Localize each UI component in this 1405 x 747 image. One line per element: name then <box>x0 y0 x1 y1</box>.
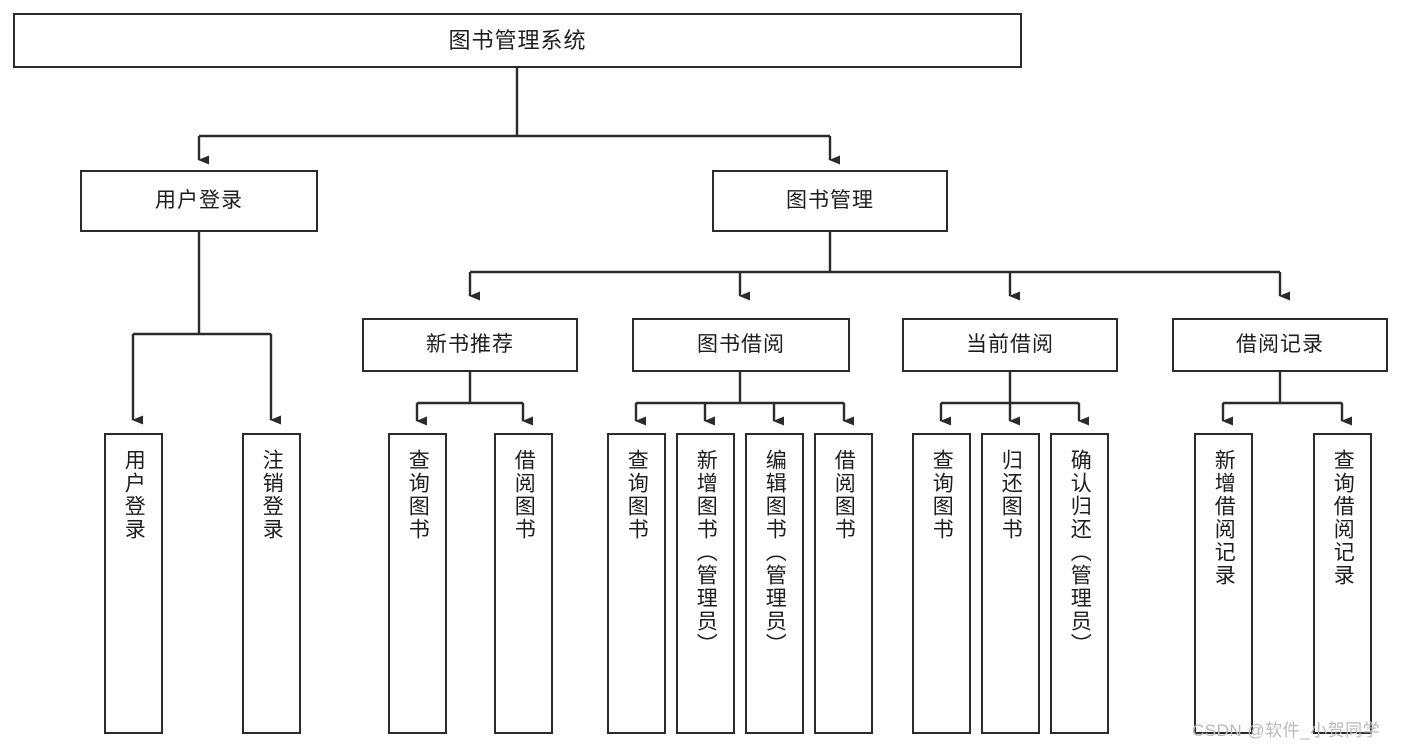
node-label: 编辑图书（管理员） <box>763 449 787 656</box>
leaf-query-book-borrow[interactable]: 查询图书 <box>607 433 666 734</box>
node-label: 当前借阅 <box>966 332 1054 356</box>
leaf-add-book-admin[interactable]: 新增图书（管理员） <box>676 433 735 734</box>
node-label: 查询图书 <box>406 449 430 541</box>
node-label: 注销登录 <box>260 449 284 541</box>
node-label: 新增借阅记录 <box>1212 449 1236 587</box>
leaf-logout[interactable]: 注销登录 <box>242 433 301 734</box>
node-label: 借阅图书 <box>832 449 856 541</box>
node-current-borrow[interactable]: 当前借阅 <box>902 318 1118 372</box>
node-label: 确认归还（管理员） <box>1068 449 1092 656</box>
leaf-borrow-book-recommend[interactable]: 借阅图书 <box>494 433 553 734</box>
node-label: 新书推荐 <box>426 332 514 356</box>
node-label: 查询借阅记录 <box>1331 449 1355 587</box>
leaf-return-book[interactable]: 归还图书 <box>981 433 1040 734</box>
leaf-confirm-return-admin[interactable]: 确认归还（管理员） <box>1050 433 1109 734</box>
node-label: 图书管理系统 <box>448 27 587 53</box>
leaf-query-book-current[interactable]: 查询图书 <box>912 433 971 734</box>
node-user-login[interactable]: 用户登录 <box>80 170 318 232</box>
node-root-system[interactable]: 图书管理系统 <box>13 13 1022 68</box>
node-book-borrow[interactable]: 图书借阅 <box>632 318 850 372</box>
node-borrow-record[interactable]: 借阅记录 <box>1172 318 1388 372</box>
leaf-user-login[interactable]: 用户登录 <box>104 433 163 734</box>
node-label: 新增图书（管理员） <box>694 449 718 656</box>
node-new-book-recommend[interactable]: 新书推荐 <box>362 318 578 372</box>
node-label: 图书管理 <box>786 188 874 212</box>
node-label: 查询图书 <box>625 449 649 541</box>
leaf-edit-book-admin[interactable]: 编辑图书（管理员） <box>745 433 804 734</box>
node-label: 查询图书 <box>930 449 954 541</box>
node-label: 图书借阅 <box>697 332 785 356</box>
node-label: 借阅图书 <box>512 449 536 541</box>
leaf-query-book-recommend[interactable]: 查询图书 <box>388 433 447 734</box>
node-label: 用户登录 <box>122 449 146 541</box>
leaf-borrow-book[interactable]: 借阅图书 <box>814 433 873 734</box>
csdn-watermark: CSDN @软件_小贺同学 <box>1192 721 1381 740</box>
node-label: 用户登录 <box>155 188 243 212</box>
node-label: 借阅记录 <box>1236 332 1324 356</box>
leaf-query-borrow-record[interactable]: 查询借阅记录 <box>1313 433 1372 734</box>
node-label: 归还图书 <box>999 449 1023 541</box>
leaf-add-borrow-record[interactable]: 新增借阅记录 <box>1194 433 1253 734</box>
node-book-management[interactable]: 图书管理 <box>712 170 948 232</box>
